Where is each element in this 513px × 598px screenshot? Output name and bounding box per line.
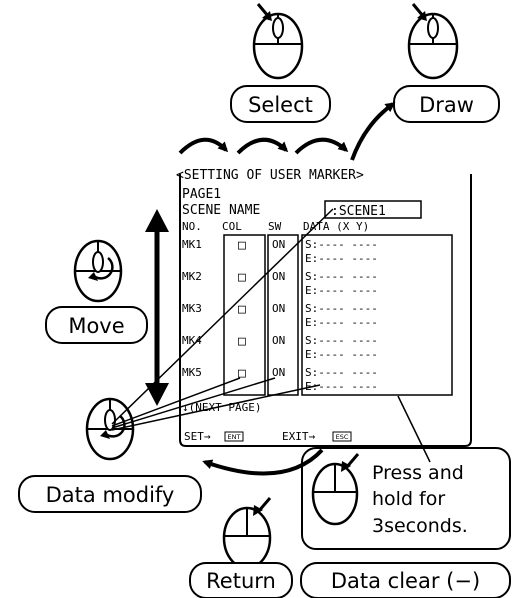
svg-text:S:---- ----: S:---- ---- xyxy=(305,302,378,315)
svg-text:E:---- ----: E:---- ---- xyxy=(305,284,378,297)
scene-name-label: SCENE NAME xyxy=(182,203,260,218)
svg-text:S:---- ----: S:---- ---- xyxy=(305,270,378,283)
svg-text:SW: SW xyxy=(268,220,282,233)
mouse-right-hold-icon xyxy=(311,453,360,526)
svg-text:ON: ON xyxy=(272,270,285,283)
mouse-wheel-rotate-icon xyxy=(73,239,123,303)
svg-text:S:---- ----: S:---- ---- xyxy=(305,334,378,347)
svg-text:NO.: NO. xyxy=(182,220,202,233)
move-label: Move xyxy=(45,306,148,344)
svg-text:Move: Move xyxy=(68,314,124,338)
svg-text:□: □ xyxy=(238,366,246,381)
pointer-lines xyxy=(111,208,431,463)
data-clear-label: Data clear (−) xyxy=(300,562,511,598)
svg-text:□: □ xyxy=(238,270,246,285)
mouse-left-click-icon xyxy=(252,3,304,80)
draw-label: Draw xyxy=(393,85,500,123)
svg-text:DATA (X Y): DATA (X Y) xyxy=(303,220,369,233)
svg-text:Data clear (−): Data clear (−) xyxy=(331,569,480,593)
marker-row: MK5 □ ON S:---- ---- E:---- ---- xyxy=(182,366,378,393)
hold-note-box: Press and hold for 3seconds. xyxy=(301,447,511,550)
select-label: Select xyxy=(230,85,331,123)
marker-row: MK3 □ ON S:---- ---- E:---- ---- xyxy=(182,302,378,329)
svg-text:E:---- ----: E:---- ---- xyxy=(305,348,378,361)
svg-text:E:---- ----: E:---- ---- xyxy=(305,252,378,265)
screen-title: <SETTING OF USER MARKER> xyxy=(176,168,364,183)
svg-text:□: □ xyxy=(238,238,246,253)
svg-text:S:---- ----: S:---- ---- xyxy=(305,238,378,251)
svg-text:Press and: Press and xyxy=(372,462,464,484)
svg-text:ON: ON xyxy=(272,302,285,315)
mouse-left-click-icon xyxy=(407,3,459,80)
set-label: SET→ xyxy=(184,430,211,443)
enter-key: ENT xyxy=(228,433,241,441)
page-label: PAGE1 xyxy=(182,187,221,202)
svg-text:□: □ xyxy=(238,334,246,349)
svg-text:MK4: MK4 xyxy=(182,334,202,347)
mouse-wheel-rotate-icon xyxy=(85,397,135,461)
scene-name-value: :SCENE1 xyxy=(331,204,386,219)
marker-row: MK1 □ ON S:---- ---- E:---- ---- xyxy=(182,238,378,265)
svg-text:□: □ xyxy=(238,302,246,317)
marker-row: MK2 □ ON S:---- ---- E:---- ---- xyxy=(182,270,378,297)
data-modify-label: Data modify xyxy=(18,475,202,513)
svg-text:Data modify: Data modify xyxy=(46,483,175,507)
move-vertical-arrow xyxy=(145,209,169,406)
svg-text:3seconds.: 3seconds. xyxy=(372,515,468,537)
svg-text:Select: Select xyxy=(248,93,313,117)
marker-row: MK4 □ ON S:---- ---- E:---- ---- xyxy=(182,334,378,361)
svg-text:MK1: MK1 xyxy=(182,238,202,251)
svg-text:hold for: hold for xyxy=(372,488,445,510)
escape-key: ESC xyxy=(336,433,349,441)
mouse-right-click-icon xyxy=(222,497,272,570)
svg-text:E:---- ----: E:---- ---- xyxy=(305,316,378,329)
return-label: Return xyxy=(189,562,293,598)
svg-text:Draw: Draw xyxy=(419,93,474,117)
flow-arrows xyxy=(178,102,396,476)
svg-text:ON: ON xyxy=(272,238,285,251)
svg-text:ON: ON xyxy=(272,366,285,379)
svg-text:MK2: MK2 xyxy=(182,270,202,283)
svg-text:S:---- ----: S:---- ---- xyxy=(305,366,378,379)
svg-text:Return: Return xyxy=(206,569,276,593)
svg-text:COL: COL xyxy=(222,220,242,233)
svg-text:ON: ON xyxy=(272,334,285,347)
svg-text:MK5: MK5 xyxy=(182,366,202,379)
svg-text:MK3: MK3 xyxy=(182,302,202,315)
svg-text:E:---- ----: E:---- ---- xyxy=(305,380,378,393)
user-marker-screen: <SETTING OF USER MARKER> PAGE1 SCENE NAM… xyxy=(176,168,472,447)
exit-label: EXIT→ xyxy=(282,430,315,443)
